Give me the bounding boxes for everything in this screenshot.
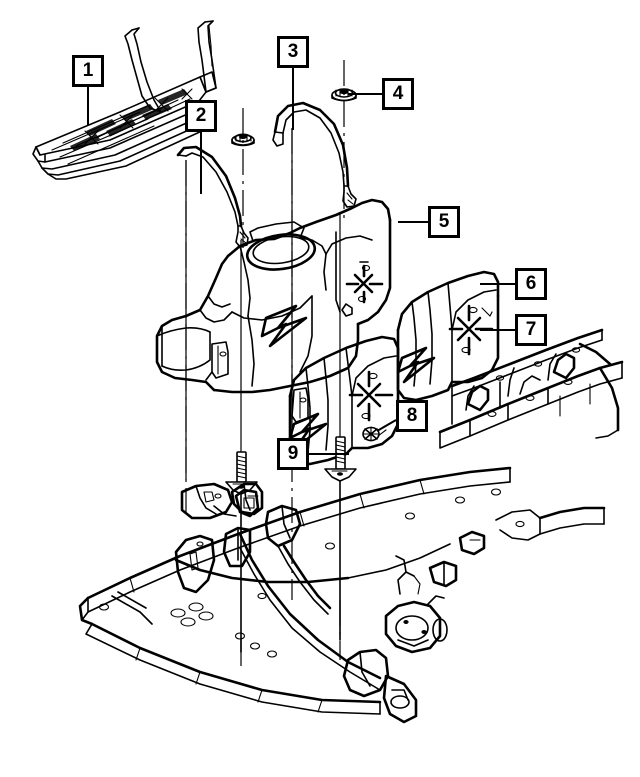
callout-8-retainer-clip[interactable]: 8: [396, 400, 428, 432]
part-fuel-tank-strap-rear: [272, 101, 357, 208]
alignment-axes: [185, 60, 345, 672]
leader-line-4: [348, 93, 384, 95]
part-fuel-tank: [155, 198, 392, 394]
callout-9-mounting-bolt[interactable]: 9: [277, 438, 309, 470]
leader-line-3: [292, 68, 294, 130]
callout-6-fuel-tank-shield-upper[interactable]: 6: [515, 268, 547, 300]
leader-line-6: [480, 283, 517, 285]
part-fuel-tank-shield-upper: [396, 270, 500, 402]
callout-3-fuel-tank-strap-rear[interactable]: 3: [277, 36, 309, 68]
vehicle-frame-assembly: [78, 328, 624, 724]
part-retainer-clip: [362, 426, 387, 442]
leader-line-5: [398, 221, 430, 223]
leader-line-9: [309, 453, 349, 455]
callout-2-fuel-tank-strap-front[interactable]: 2: [185, 100, 217, 132]
part-fuel-tank-strap-front: [176, 145, 249, 248]
leader-line-2: [200, 132, 202, 194]
callout-7-fuel-tank-shield-lower[interactable]: 7: [515, 314, 547, 346]
leader-line-1: [87, 87, 89, 125]
callout-5-fuel-tank[interactable]: 5: [428, 206, 460, 238]
part-strap-nut-lower: [231, 133, 255, 147]
callout-4-strap-nut[interactable]: 4: [382, 78, 414, 110]
callout-1-skid-plate[interactable]: 1: [72, 55, 104, 87]
leader-line-7: [480, 329, 517, 331]
